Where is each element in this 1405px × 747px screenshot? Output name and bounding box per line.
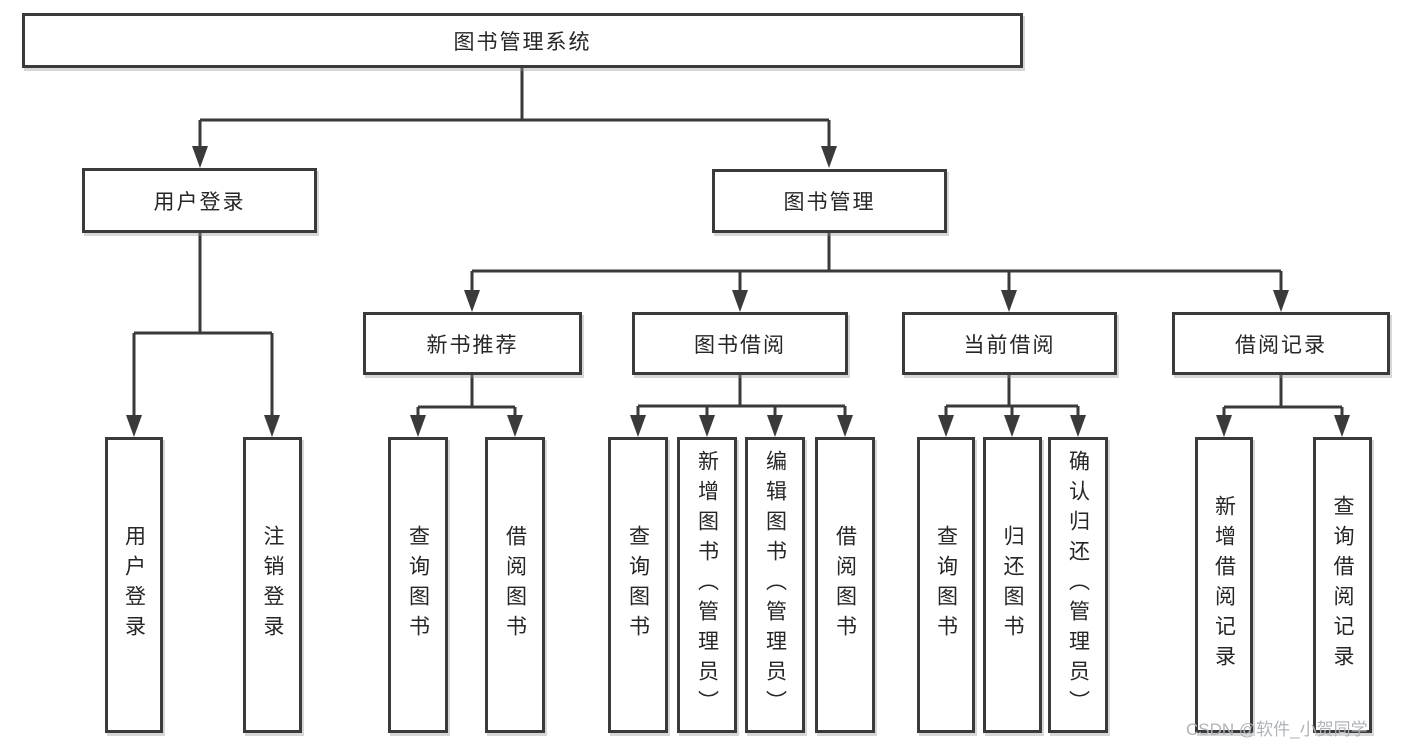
node-book-mgmt-label: 图书管理: [783, 191, 876, 214]
arrowhead: [1216, 415, 1232, 437]
leaf-confirm-return-label: 确认归还（管理员）: [1066, 450, 1090, 720]
leaf-return-book: 归还图书: [983, 437, 1042, 733]
node-book-borrow: 图书借阅: [632, 312, 848, 375]
node-current-borrow: 当前借阅: [902, 312, 1117, 375]
arrowhead: [264, 415, 280, 437]
node-book-borrow-label: 图书借阅: [694, 333, 786, 357]
leaf-query-borrow-record: 查询借阅记录: [1313, 437, 1372, 733]
leaf-query-book-a-label: 查询图书: [406, 525, 430, 645]
arrowhead: [1273, 290, 1289, 312]
leaf-add-book-label: 新增图书（管理员）: [695, 450, 719, 720]
arrowhead: [507, 415, 523, 437]
node-new-book-rec-label: 新书推荐: [426, 333, 519, 357]
arrowhead: [699, 415, 715, 437]
leaf-borrow-book-b: 借阅图书: [815, 437, 875, 733]
leaf-add-borrow-record: 新增借阅记录: [1195, 437, 1253, 733]
leaf-return-book-label: 归还图书: [1001, 525, 1024, 645]
leaf-query-book-b: 查询图书: [608, 437, 668, 733]
leaf-borrow-book-a-label: 借阅图书: [503, 525, 527, 645]
node-new-book-rec: 新书推荐: [363, 312, 582, 375]
arrowhead: [464, 290, 480, 312]
node-borrow-records: 借阅记录: [1172, 312, 1390, 375]
leaf-confirm-return: 确认归还（管理员）: [1048, 437, 1108, 733]
arrowhead: [1070, 415, 1086, 437]
leaf-logout: 注销登录: [243, 437, 302, 733]
leaf-add-book: 新增图书（管理员）: [677, 437, 737, 733]
leaf-query-book-c: 查询图书: [917, 437, 975, 733]
node-user-login: 用户登录: [82, 168, 317, 233]
arrowhead: [1001, 290, 1017, 312]
leaf-query-book-c-label: 查询图书: [934, 525, 958, 645]
node-book-mgmt: 图书管理: [712, 169, 947, 233]
leaf-borrow-book-b-label: 借阅图书: [833, 525, 857, 645]
leaf-user-login: 用户登录: [105, 437, 163, 733]
leaf-edit-book: 编辑图书（管理员）: [745, 437, 805, 733]
arrowhead: [126, 415, 142, 437]
node-current-borrow-label: 当前借阅: [963, 333, 1056, 357]
arrowhead: [192, 146, 208, 168]
arrowhead: [837, 415, 853, 437]
leaf-query-borrow-record-label: 查询借阅记录: [1331, 495, 1354, 675]
node-user-login-label: 用户登录: [153, 190, 246, 214]
node-borrow-records-label: 借阅记录: [1235, 333, 1327, 357]
arrowhead: [1004, 415, 1020, 437]
arrowhead: [630, 415, 646, 437]
arrowhead: [732, 290, 748, 312]
node-root-label: 图书管理系统: [453, 30, 592, 54]
arrowhead: [821, 146, 837, 168]
leaf-borrow-book-a: 借阅图书: [485, 437, 545, 733]
leaf-query-book-a: 查询图书: [388, 437, 448, 733]
node-root: 图书管理系统: [22, 13, 1023, 68]
leaf-query-book-b-label: 查询图书: [626, 525, 650, 645]
csdn-watermark: CSDN @软件_小贺同学: [1186, 720, 1368, 739]
arrowhead: [1334, 415, 1350, 437]
leaf-add-borrow-record-label: 新增借阅记录: [1212, 495, 1236, 675]
leaf-user-login-label: 用户登录: [122, 525, 146, 645]
arrowhead: [767, 415, 783, 437]
leaf-logout-label: 注销登录: [261, 525, 284, 645]
arrowhead: [410, 415, 426, 437]
leaf-edit-book-label: 编辑图书（管理员）: [763, 450, 787, 720]
arrowhead: [938, 415, 954, 437]
